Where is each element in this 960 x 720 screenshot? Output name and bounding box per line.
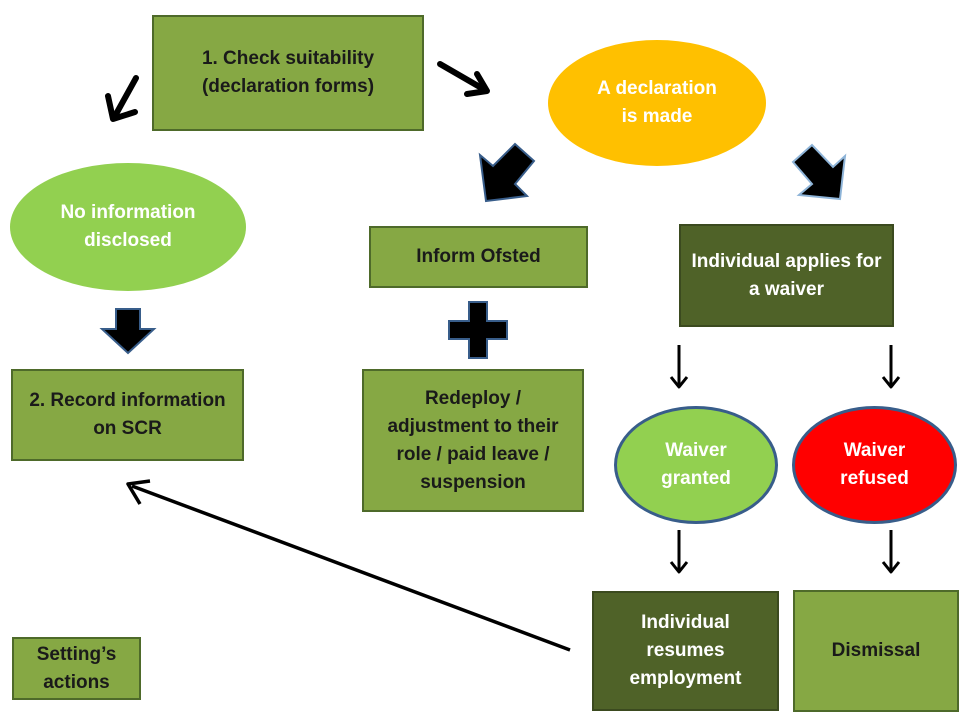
arrow-granted-to-resumes [669, 530, 689, 574]
redeploy-box: Redeploy / adjustment to their role / pa… [362, 369, 584, 512]
arrow-resumes-to-record [126, 479, 571, 652]
waiver-granted-label: Waiver granted [661, 440, 731, 489]
arrow-check-to-no-info [105, 75, 139, 122]
check-suitability-label: 1. Check suitability (declaration forms) [201, 48, 375, 97]
record-scr-label: 2. Record information on SCR [29, 390, 226, 439]
waiver-granted-oval: Waiver granted [614, 406, 778, 524]
plus-icon [448, 301, 508, 359]
applies-waiver-box: Individual applies for a waiver [679, 224, 894, 327]
waiver-refused-oval: Waiver refused [792, 406, 957, 524]
settings-actions-box: Setting’s actions [12, 637, 141, 700]
resumes-employment-box: Individual resumes employment [592, 591, 779, 711]
no-information-oval: No information disclosed [10, 163, 246, 291]
arrow-no-info-to-record [99, 308, 157, 355]
declaration-made-oval: A declaration is made [548, 40, 766, 166]
arrow-check-to-declaration [437, 61, 490, 97]
inform-ofsted-label: Inform Ofsted [416, 246, 541, 267]
redeploy-label: Redeploy / adjustment to their role / pa… [387, 387, 559, 493]
dismissal-box: Dismissal [793, 590, 959, 712]
declaration-made-label: A declaration is made [597, 78, 717, 127]
resumes-employment-label: Individual resumes employment [629, 612, 742, 689]
arrow-declaration-to-waiver [791, 143, 847, 201]
arrow-waiver-to-granted [669, 345, 689, 389]
check-suitability-box: 1. Check suitability (declaration forms) [152, 15, 424, 131]
no-information-label: No information disclosed [60, 202, 196, 251]
inform-ofsted-box: Inform Ofsted [369, 226, 588, 288]
arrow-waiver-to-refused [881, 345, 901, 389]
settings-actions-label: Setting’s actions [36, 643, 117, 693]
arrow-refused-to-dismissal [881, 530, 901, 574]
waiver-refused-label: Waiver refused [840, 440, 909, 489]
applies-waiver-label: Individual applies for a waiver [691, 250, 882, 300]
arrow-declaration-to-ofsted [478, 142, 536, 203]
dismissal-label: Dismissal [831, 640, 921, 661]
record-scr-box: 2. Record information on SCR [11, 369, 244, 461]
